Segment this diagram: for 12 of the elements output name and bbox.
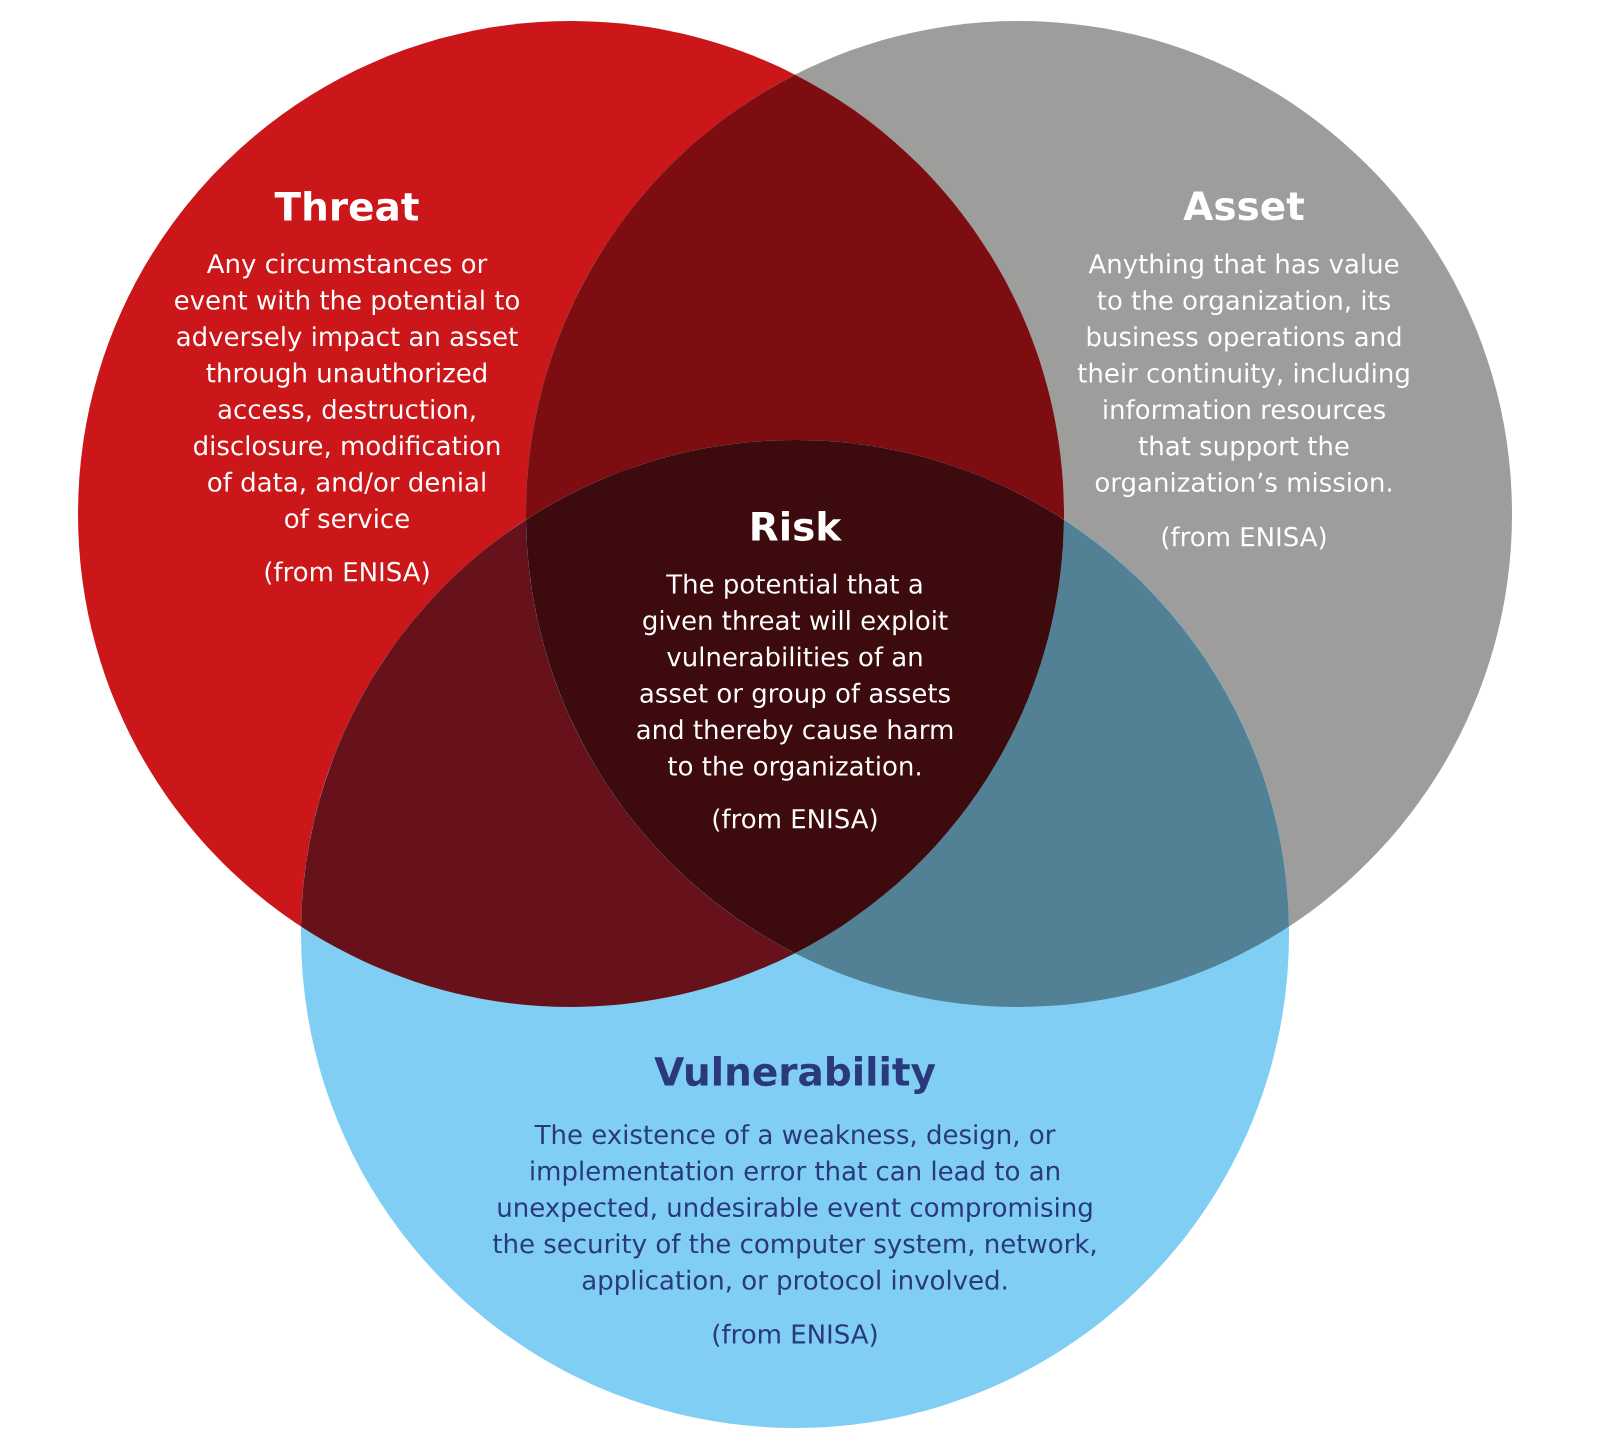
source-note: (from ENISA) — [265, 561, 429, 585]
description-text: The potential that a given threat will exploit vulnerabilities of an asset or group of assets and thereby cause harm to the organization. — [637, 573, 953, 781]
heading: Threat — [274, 190, 419, 222]
source-note: (from ENISA) — [1162, 526, 1326, 550]
heading: Risk — [752, 510, 842, 542]
description-text: Anything that has value to the organization, its business operations and their continuity, including information resources that support the organization’s mission. — [1077, 253, 1409, 498]
heading: Vulnerability — [654, 1056, 936, 1094]
description-text: The existence of a weakness, design, or implementation error that can lead to an unexpected, undesirable event compromising the security of the computer system, network, application, or protocol involved. — [493, 1124, 1096, 1295]
description-text: Any circumstances or event with the potential to adversely impact an asset through unauthorized access, destruction, disclosure, modification of data, and/or denial of service — [175, 253, 519, 529]
source-note: (from ENISA) — [713, 1323, 877, 1347]
source-note: (from ENISA) — [713, 808, 877, 832]
heading: Asset — [1183, 191, 1304, 221]
